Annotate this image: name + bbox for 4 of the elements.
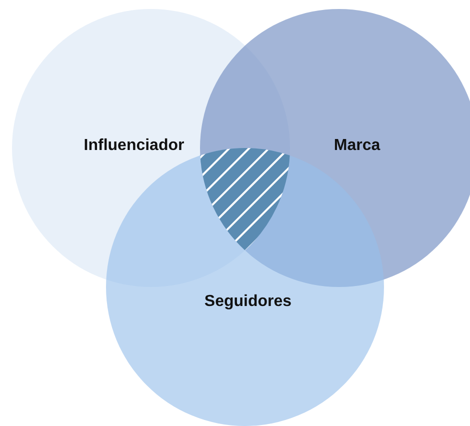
circle-label: Influenciador xyxy=(84,137,184,155)
hatched-intersection xyxy=(200,148,290,250)
circle-label: Marca xyxy=(334,137,380,155)
circle-label: Seguidores xyxy=(204,293,292,311)
